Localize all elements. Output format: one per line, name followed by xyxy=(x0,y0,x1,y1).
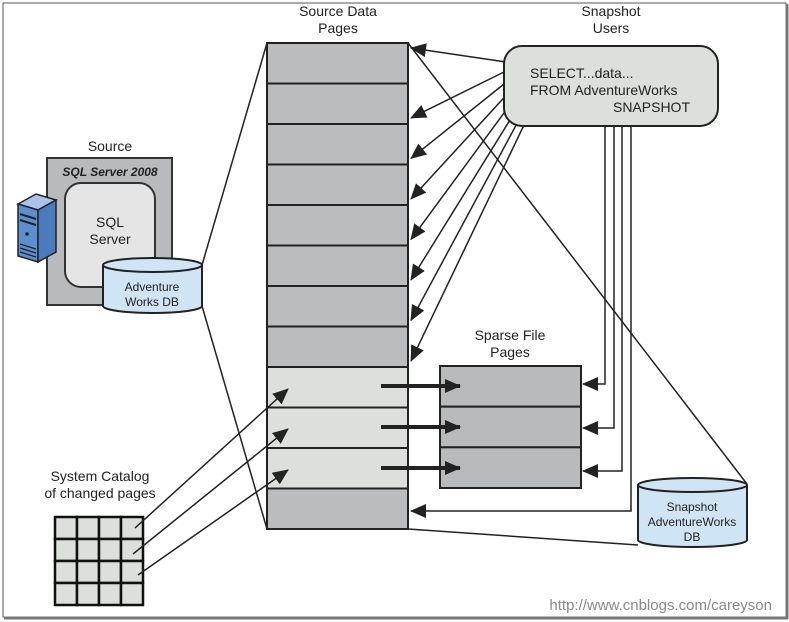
sparse-page xyxy=(439,446,582,490)
sparse-read-connectors xyxy=(410,126,632,518)
snapshot-expand-line-bottom xyxy=(407,528,639,546)
sparse-file-title-line1: Sparse File xyxy=(475,327,546,343)
query-arrow xyxy=(410,106,519,281)
catalog-cell xyxy=(75,559,101,585)
snapshot-users-title-line1: Snapshot xyxy=(581,3,640,19)
catalog-cell xyxy=(97,581,123,607)
source-page xyxy=(266,82,409,125)
catalog-title-line1: System Catalog xyxy=(51,468,150,484)
adventureworks-db-label-line1: Adventure xyxy=(125,280,180,294)
source-page xyxy=(266,123,409,166)
copy-on-write-arrows xyxy=(381,379,461,475)
source-page xyxy=(266,163,409,206)
connector-sparse-page-2 xyxy=(582,126,615,435)
catalog-cell xyxy=(119,515,145,541)
expand-line-top xyxy=(201,42,268,266)
catalog-cell xyxy=(119,559,145,585)
catalog-arrow-3 xyxy=(137,469,289,576)
catalog-cell xyxy=(97,537,123,563)
catalog-cell xyxy=(97,515,123,541)
catalog-title-line2: of changed pages xyxy=(44,485,155,501)
snapshot-db-label-line2: AdventureWorks xyxy=(648,515,736,529)
sparse-file-pages-column xyxy=(439,365,582,490)
query-arrow xyxy=(410,97,516,241)
source-page xyxy=(266,204,409,247)
sparse-file-title-line2: Pages xyxy=(490,344,530,360)
connector-source-last-page xyxy=(410,126,632,518)
query-arrow xyxy=(410,79,510,160)
sparse-page xyxy=(439,365,582,408)
snapshot-db-cylinder xyxy=(637,477,748,548)
connector-sparse-page-3 xyxy=(582,126,623,478)
snapshot-query-box xyxy=(503,45,719,127)
catalog-cell xyxy=(75,537,101,563)
source-page xyxy=(266,42,409,85)
catalog-cell xyxy=(53,537,79,563)
source-page xyxy=(266,487,409,530)
sql-server-label-line1: SQL xyxy=(96,214,124,230)
catalog-cell xyxy=(53,559,79,585)
catalog-cell xyxy=(75,581,101,607)
catalog-pointer-arrows xyxy=(132,388,289,576)
snapshot-users-title-line2: Users xyxy=(593,20,630,36)
query-arrow xyxy=(410,124,525,362)
source-data-pages-column xyxy=(266,42,409,530)
sparse-page xyxy=(439,405,582,449)
sql-server-label-line2: Server xyxy=(89,231,131,247)
query-arrow xyxy=(410,88,513,200)
query-arrow xyxy=(410,115,522,322)
system-catalog-grid xyxy=(53,515,145,607)
server-icon xyxy=(16,193,58,264)
source-page xyxy=(266,244,409,287)
source-pages-title-line1: Source Data xyxy=(299,3,377,19)
query-arrow xyxy=(410,70,507,119)
snapshot-expand-line-top xyxy=(407,42,748,485)
catalog-cell xyxy=(75,515,101,541)
adventureworks-db-cylinder xyxy=(102,257,203,314)
snapshot-db-label-line3: DB xyxy=(684,530,701,544)
adventureworks-db-label-line2: Works DB xyxy=(125,295,179,309)
sql-server-2008-title: SQL Server 2008 xyxy=(62,165,158,179)
source-pages-title-line2: Pages xyxy=(318,20,358,36)
catalog-arrow-1 xyxy=(134,388,289,529)
source-title: Source xyxy=(88,138,133,154)
source-page xyxy=(266,285,409,328)
watermark-url[interactable]: http://www.cnblogs.com/careyson xyxy=(549,597,772,614)
source-page xyxy=(266,325,409,368)
catalog-cell xyxy=(119,537,145,563)
connector-sparse-page-1 xyxy=(582,126,606,391)
snapshot-db-label-line1: Snapshot xyxy=(667,500,718,514)
catalog-cell xyxy=(53,515,79,541)
catalog-cell xyxy=(97,559,123,585)
query-read-arrows xyxy=(410,43,525,362)
query-line1: SELECT...data... xyxy=(530,65,634,81)
catalog-arrow-2 xyxy=(132,428,289,555)
query-arrow xyxy=(410,43,507,63)
catalog-cell xyxy=(53,581,79,607)
query-line2: FROM AdventureWorks xyxy=(530,82,678,98)
query-line3: SNAPSHOT xyxy=(613,99,690,115)
catalog-cell xyxy=(119,581,145,607)
